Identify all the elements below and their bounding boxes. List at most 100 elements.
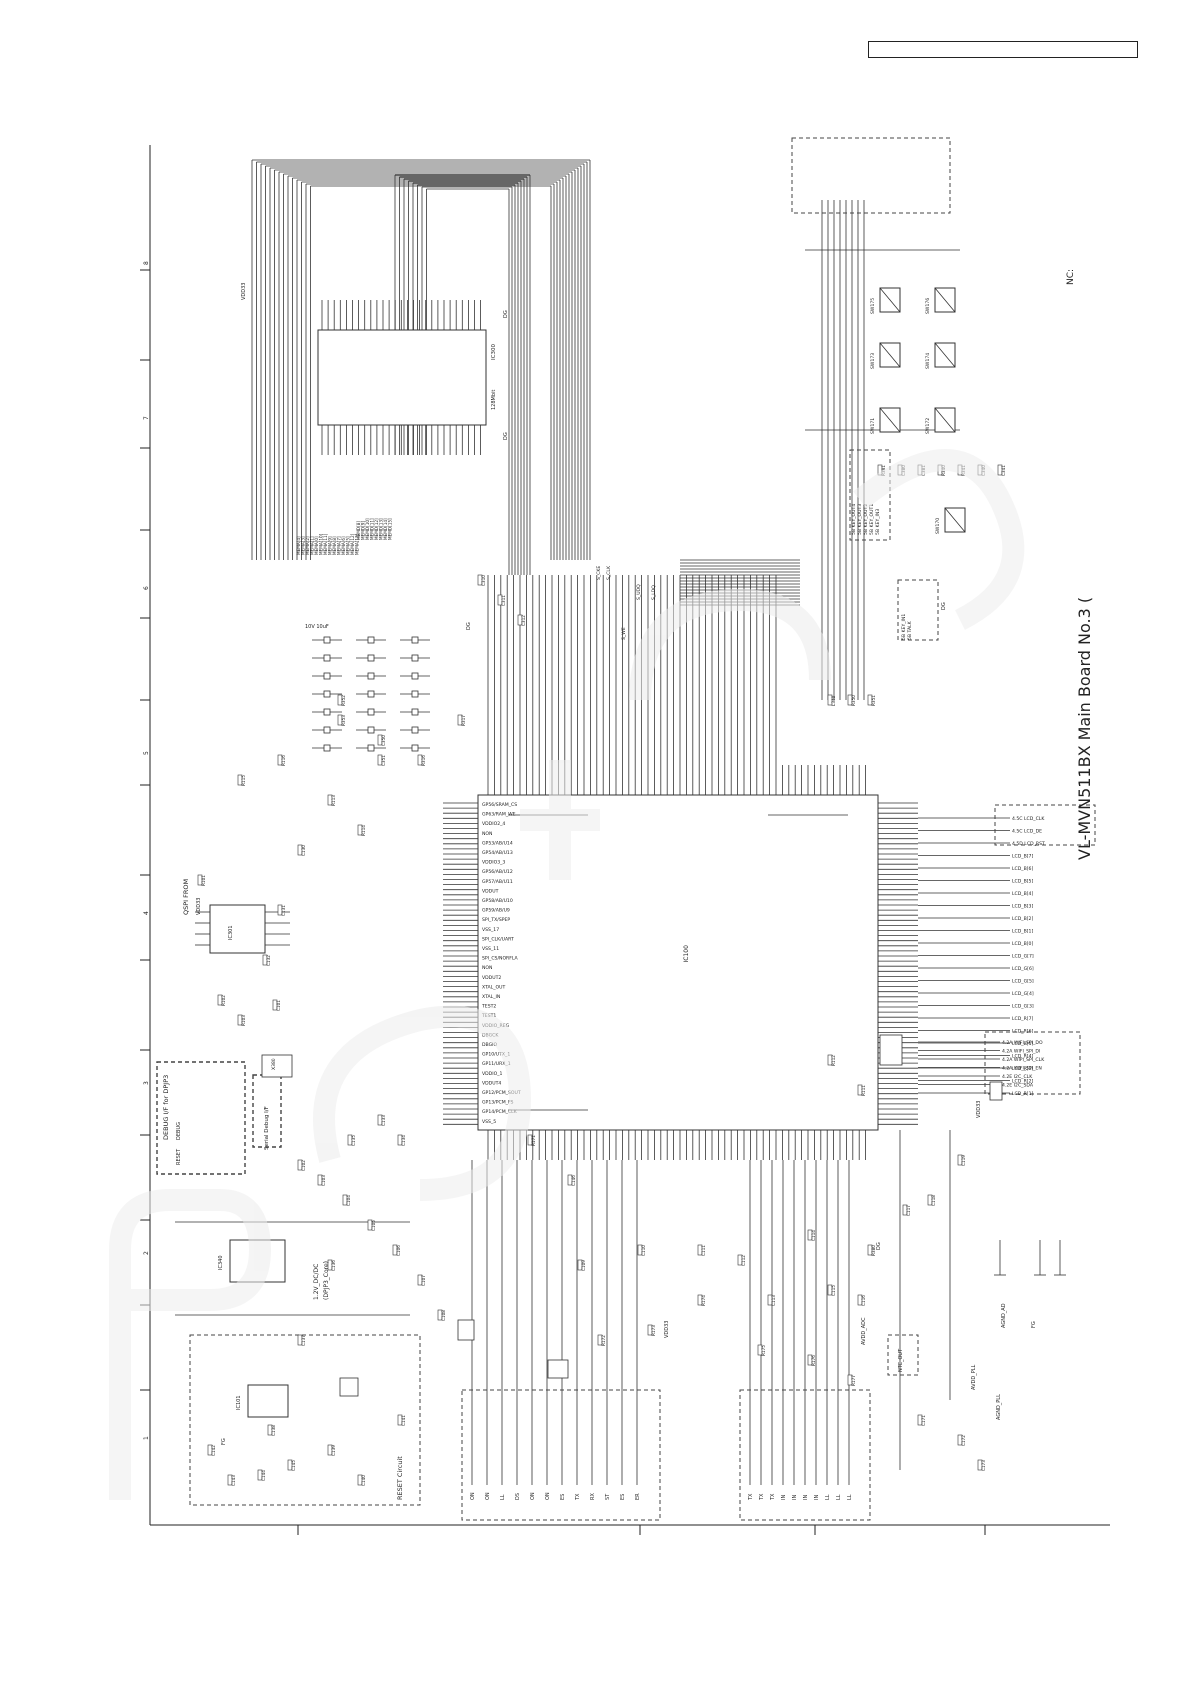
component-ref: R381 (881, 465, 886, 476)
lcd-net-label: LCD_G[7] (1012, 954, 1034, 960)
lcd-net-label: LCD_G[3] (1012, 1004, 1034, 1010)
bottom-net-label: TX (770, 1493, 776, 1501)
component-ref: C145 (291, 1460, 296, 1471)
grid-marker: 6 (143, 586, 150, 590)
vdd33-label: VDD33 (241, 283, 247, 300)
ic100-pin-label: NON (482, 965, 493, 971)
fg-label: FG (1031, 1321, 1037, 1328)
lcd-net-label: LCD_R[1] (1012, 1091, 1034, 1097)
key-signal-label: 5B KEY_OUT3 (857, 504, 863, 535)
bottom-net-label: TX (575, 1493, 581, 1501)
component-ref: C141 (401, 1415, 406, 1426)
ic100-pin-label: GP56/SRAM_CS (482, 802, 517, 808)
ic100-pin-label: TEST1 (481, 1013, 496, 1019)
component-ref: C144 (261, 1470, 266, 1481)
lcd-net-label: LCD_G[6] (1012, 966, 1034, 972)
component-ref: C351 (381, 755, 386, 766)
bottom-net-label: IN (814, 1495, 820, 1500)
lcd-net-label: LCD_B[5] (1012, 879, 1033, 885)
grid-marker: 5 (143, 751, 150, 755)
bottom-net-label: ON (530, 1492, 536, 1500)
ntc-label: NTC_OUT (898, 1348, 904, 1372)
bus-label: MEMD[14] (383, 518, 388, 540)
bottom-net-label: RX (590, 1493, 596, 1500)
switch-label: SW175 (870, 298, 876, 314)
ic100-pin-label: XTAL_IN (482, 994, 500, 1000)
key-signal-label: 5B KEY_OUT2 (863, 504, 869, 535)
dg-label: DG (503, 310, 509, 318)
sheet-title: VL-MVN511BX Main Board No.3 ( (1075, 597, 1094, 860)
component-ref: C139 (331, 1445, 336, 1456)
component-ref: C116 (861, 1295, 866, 1306)
ic100-pin-label: GP56/AB/U12 (482, 869, 513, 875)
grid-marker: 4 (143, 911, 150, 915)
ic100-pin-label: SPI_CLK/UART (482, 936, 514, 942)
component-ref: C146 (571, 1175, 576, 1186)
dg-label: DG (941, 602, 947, 610)
dg-label: DG (466, 622, 472, 630)
component-ref: C341 (1001, 465, 1006, 476)
component-ref: R177 (851, 1375, 856, 1386)
component-ref: C173 (981, 1460, 986, 1471)
component-ref: C106 (396, 1245, 401, 1256)
ic300-part-label: 128Mbit (491, 390, 497, 410)
lcd-net-label: LCD_G[5] (1012, 979, 1034, 985)
nc-label: NC: (1066, 269, 1076, 285)
component-ref: C111 (701, 1245, 706, 1256)
bus-label: MEMA[7] (337, 536, 342, 555)
ic100-pin-label: GP54/AB/U13 (482, 850, 513, 856)
bottom-net-label: LL (500, 1494, 506, 1500)
lcd-net-label: LCD_B[0] (1012, 941, 1033, 947)
component-ref: R341 (961, 465, 966, 476)
grid-marker: 3 (143, 1081, 150, 1085)
lcd-net-label: LCD_B[6] (1012, 866, 1033, 872)
bus-label: MEMA[12] (350, 533, 355, 555)
bottom-net-label: ST (605, 1493, 611, 1500)
fg-label: FG (221, 1438, 227, 1445)
lcd-net-label: LCD_B[4] (1012, 891, 1033, 897)
component-ref: C340 (981, 465, 986, 476)
serial-debug-label: Serial Debug I/F (264, 1106, 270, 1150)
bus-label: MEMA[4] (296, 536, 301, 555)
component-ref: C311 (501, 595, 506, 606)
ic100-label: IC100 (683, 945, 690, 963)
lcd-net-label: 4.5D LCD_RST (1012, 841, 1045, 847)
component-ref: C101 (276, 1000, 281, 1011)
component-ref: C112 (741, 1255, 746, 1266)
wifi-net-label: 4.2A WIFI_SPI_EN (1002, 1066, 1042, 1072)
key-signal-label: 5B KEY_OUT4 (851, 504, 857, 535)
ic100-pin-label: VDDIO_1 (482, 1071, 502, 1077)
component-ref: R101 (201, 875, 206, 886)
lcd-net-label: LCD_B[7] (1012, 854, 1033, 860)
component-ref: C105 (371, 1220, 376, 1231)
bottom-net-label: IN (803, 1495, 809, 1500)
ic100-pin-label: GP10/UTX_1 (482, 1052, 510, 1058)
component-ref: R173 (651, 1325, 656, 1336)
qspi-label: QSPI FROM (182, 879, 190, 915)
reset-net-label: RESET (176, 1148, 182, 1165)
lcd-net-label: LCD_B[3] (1012, 904, 1033, 910)
ic100-pin-label: GP58/AB/U10 (482, 898, 513, 904)
component-ref: C136 (331, 1260, 336, 1271)
header-box (868, 41, 1138, 58)
component-ref: C109 (581, 1260, 586, 1271)
bus-label: MEMA[3] (301, 536, 306, 555)
component-ref: C380 (901, 465, 906, 476)
s-we-label: S_WE (621, 627, 627, 640)
ic340-label: IC340 (218, 1255, 224, 1270)
component-ref: C108 (441, 1310, 446, 1321)
component-ref: R175 (761, 1345, 766, 1356)
bus-label: MEMA[6] (341, 536, 346, 555)
ic300-label: IC300 (491, 344, 497, 360)
component-ref: C114 (811, 1230, 816, 1241)
component-ref: C135 (351, 1135, 356, 1146)
lcd-net-label: LCD_R[4] (1012, 1054, 1034, 1060)
ic100-pin-label: GP63/RAM_WE (482, 812, 516, 818)
component-ref: R103 (241, 1015, 246, 1026)
component-ref: R340 (941, 465, 946, 476)
component-ref: C172 (961, 1435, 966, 1446)
ic100-pin-label: VSS_17 (482, 927, 499, 933)
ic100-pin-label: SPI_TX/SPEP (482, 917, 510, 923)
ic100-pin-label: VDDUT4 (482, 1080, 501, 1086)
